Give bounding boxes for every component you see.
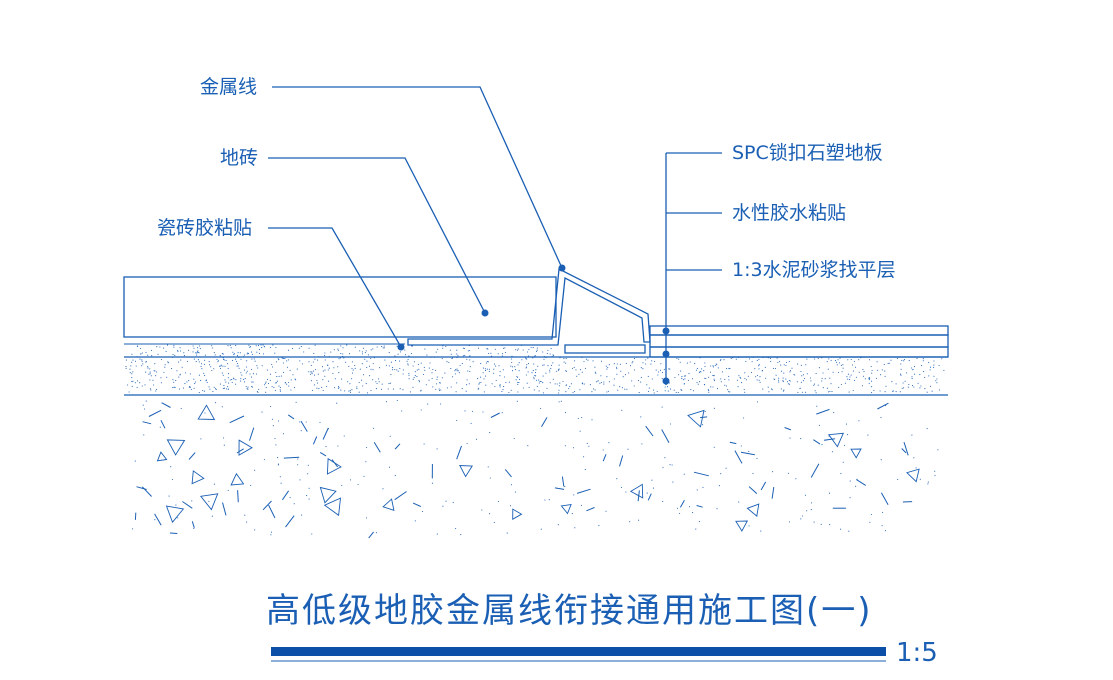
label-metal-strip: 金属线: [200, 76, 257, 98]
drawing-title: 高低级地胶金属线衔接通用施工图(一): [266, 591, 873, 631]
spc-floor-layer: [649, 325, 949, 358]
label-mortar-layer: 1:3水泥砂浆找平层: [732, 259, 896, 281]
title-underline-thick: [271, 647, 886, 656]
ground-texture: [132, 399, 939, 539]
tile-adhesive-layer: [124, 336, 556, 345]
floor-tile-layer: [123, 276, 557, 338]
leader-lines-right: [662, 152, 722, 385]
label-spc-floor: SPC锁扣石塑地板: [732, 142, 883, 164]
mortar-stipple: [125, 344, 945, 394]
metal-strip-profile: [407, 267, 651, 354]
drawing-scale: 1:5: [896, 638, 938, 668]
label-floor-tile: 地砖: [220, 147, 258, 169]
mortar-layer: [124, 344, 948, 396]
label-water-glue: 水性胶水粘贴: [732, 202, 846, 224]
leader-lines-left: [268, 86, 566, 351]
label-tile-adhesive: 瓷砖胶粘贴: [157, 217, 252, 239]
